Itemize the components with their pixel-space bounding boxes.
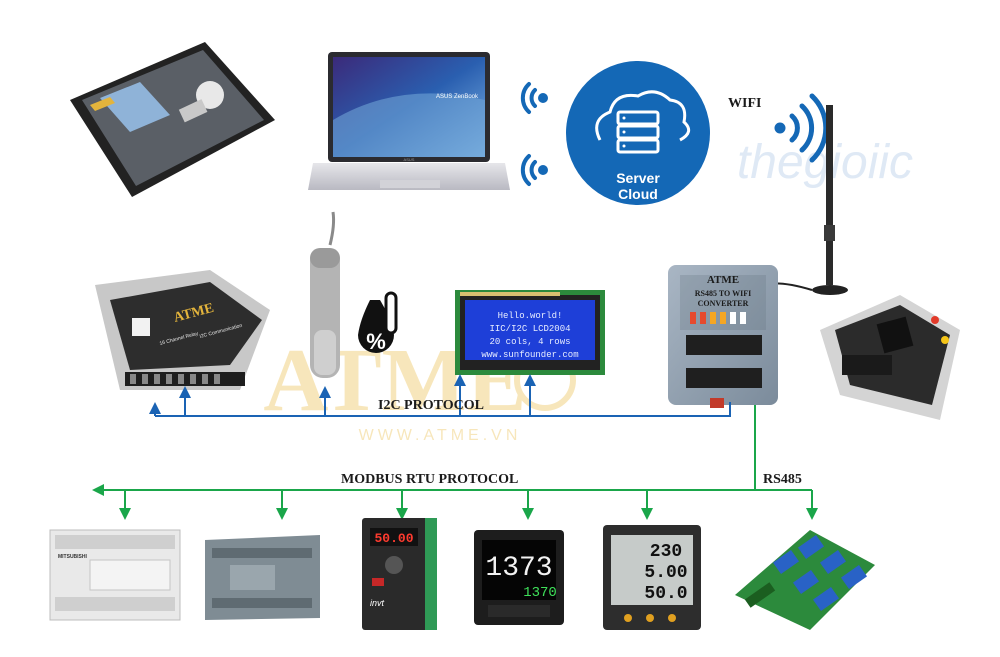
cloud-label-line1: Server: [616, 170, 660, 186]
temperature-controller: 1373 1370: [474, 530, 564, 625]
wifi-signal-icon: [520, 82, 548, 114]
converter-leds: [690, 312, 746, 324]
i2c-bus: [149, 374, 731, 417]
converter-title-2: CONVERTER: [698, 299, 749, 308]
laptop-device: ASUS ZenBook ASUS: [308, 52, 510, 190]
power-meter: 230 5.00 50.0: [603, 525, 701, 630]
temp-sv: 1370: [523, 585, 557, 601]
humidity-icon: %: [358, 291, 398, 354]
svg-text:%: %: [366, 329, 386, 354]
qr-code: [132, 318, 150, 336]
tablet-device: [70, 42, 275, 197]
lcd-line-2: IIC/I2C LCD2004: [489, 324, 570, 334]
temperature-humidity-sensor: [310, 211, 340, 378]
lcd-line-4: www.sunfounder.com: [481, 350, 578, 360]
laptop-brand-text: ASUS ZenBook: [436, 94, 479, 100]
plc-siemens: [205, 535, 320, 620]
lcd2004-display: Hello.world! IIC/I2C LCD2004 20 cols, 4 …: [455, 290, 605, 375]
inverter-drive: 50.00 invt: [362, 518, 437, 630]
meter-value-1: 230: [650, 542, 682, 562]
plc-mitsubishi: MITSUBISHI: [49, 529, 181, 621]
rs485-label: RS485: [763, 472, 802, 487]
meter-value-2: 5.00: [644, 563, 687, 583]
relay-module-box: ATME 16 Channel Relay I2C Communication: [95, 270, 270, 390]
wifi-signal-icon-3: [774, 93, 829, 163]
wifi-label: WIFI: [728, 96, 762, 111]
controller-board: [820, 295, 960, 420]
laptop-logo: ASUS: [404, 157, 415, 162]
plc-brand: MITSUBISHI: [58, 554, 88, 560]
converter-brand: ATME: [707, 274, 739, 286]
cloud-label-line2: Cloud: [618, 186, 658, 202]
lcd-line-3: 20 cols, 4 rows: [489, 337, 570, 347]
server-cloud: Server Cloud: [566, 61, 710, 205]
converter-title-1: RS485 TO WIFI: [695, 289, 751, 298]
rs485-wifi-converter: ATME RS485 TO WIFI CONVERTER: [668, 265, 778, 408]
temp-pv: 1373: [485, 553, 552, 584]
inverter-display: 50.00: [374, 531, 413, 546]
wifi-signal-icon-2: [520, 154, 548, 186]
watermark-url: WWW.ATME.VN: [359, 427, 522, 444]
relay-board: [735, 530, 875, 630]
modbus-protocol-label: MODBUS RTU PROTOCOL: [341, 472, 519, 487]
i2c-protocol-label: I2C PROTOCOL: [378, 398, 484, 413]
modbus-rs485-bus: [92, 405, 818, 520]
cloud-server-icon: [595, 90, 691, 154]
inverter-brand: invt: [370, 598, 385, 608]
lcd-line-1: Hello.world!: [498, 311, 563, 321]
meter-value-3: 50.0: [644, 584, 687, 604]
